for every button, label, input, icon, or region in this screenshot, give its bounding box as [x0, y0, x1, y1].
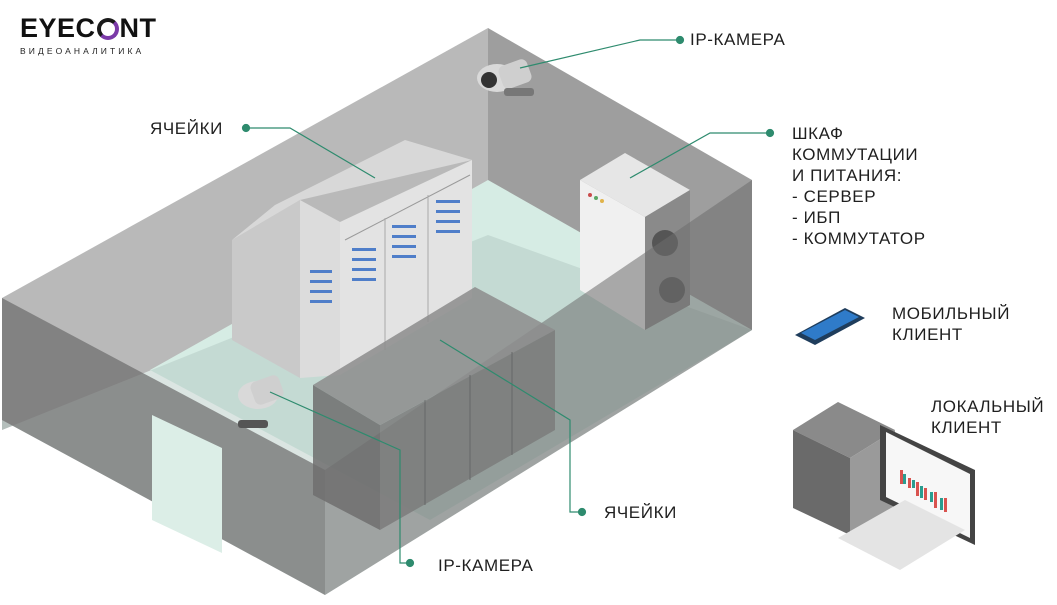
- label-local-client-line: ЛОКАЛЬНЫЙ: [931, 397, 1045, 416]
- label-mobile-client-line: МОБИЛЬНЫЙ: [892, 304, 1011, 323]
- label-cabinet-line: - ИБП: [792, 208, 841, 227]
- label-cells-bottom: ЯЧЕЙКИ: [604, 503, 677, 522]
- mobile-phone-icon: [795, 308, 865, 345]
- label-cabinet-line: И ПИТАНИЯ:: [792, 166, 903, 185]
- label-cabinet-line: ШКАФ: [792, 124, 844, 143]
- label-cabinet: ШКАФ КОММУТАЦИИ И ПИТАНИЯ: - СЕРВЕР - ИБ…: [792, 123, 926, 249]
- room-door: [152, 415, 222, 553]
- room-back-wall-left: [2, 28, 488, 430]
- logo-tagline: ВИДЕОАНАЛИТИКА: [20, 46, 145, 56]
- label-cabinet-line: - КОММУТАТОР: [792, 229, 926, 248]
- logo-eye-icon: [96, 18, 119, 40]
- leader-cabinet: [629, 132, 770, 179]
- leader-ip-camera-top: [519, 39, 680, 69]
- label-mobile-client-line: КЛИЕНТ: [892, 325, 963, 344]
- leader-ip-camera-bottom: [269, 391, 410, 564]
- server-racks-back: [232, 140, 472, 378]
- label-ip-camera-bottom: IP-КАМЕРА: [438, 556, 534, 575]
- label-local-client: ЛОКАЛЬНЫЙ КЛИЕНТ: [931, 396, 1044, 438]
- ip-camera-bottom-icon: [238, 375, 284, 428]
- label-local-client-line: КЛИЕНТ: [931, 418, 1002, 437]
- label-mobile-client: МОБИЛЬНЫЙ КЛИЕНТ: [892, 303, 1010, 345]
- leader-cells-bottom: [439, 339, 582, 513]
- desktop-computer-icon: [793, 402, 975, 570]
- leader-cells-top: [246, 127, 376, 179]
- label-cells-top: ЯЧЕЙКИ: [150, 119, 223, 138]
- label-ip-camera-top: IP-КАМЕРА: [690, 30, 786, 49]
- label-cabinet-line: КОММУТАЦИИ: [792, 145, 919, 164]
- server-racks-front: [313, 287, 555, 530]
- label-cabinet-line: - СЕРВЕР: [792, 187, 877, 206]
